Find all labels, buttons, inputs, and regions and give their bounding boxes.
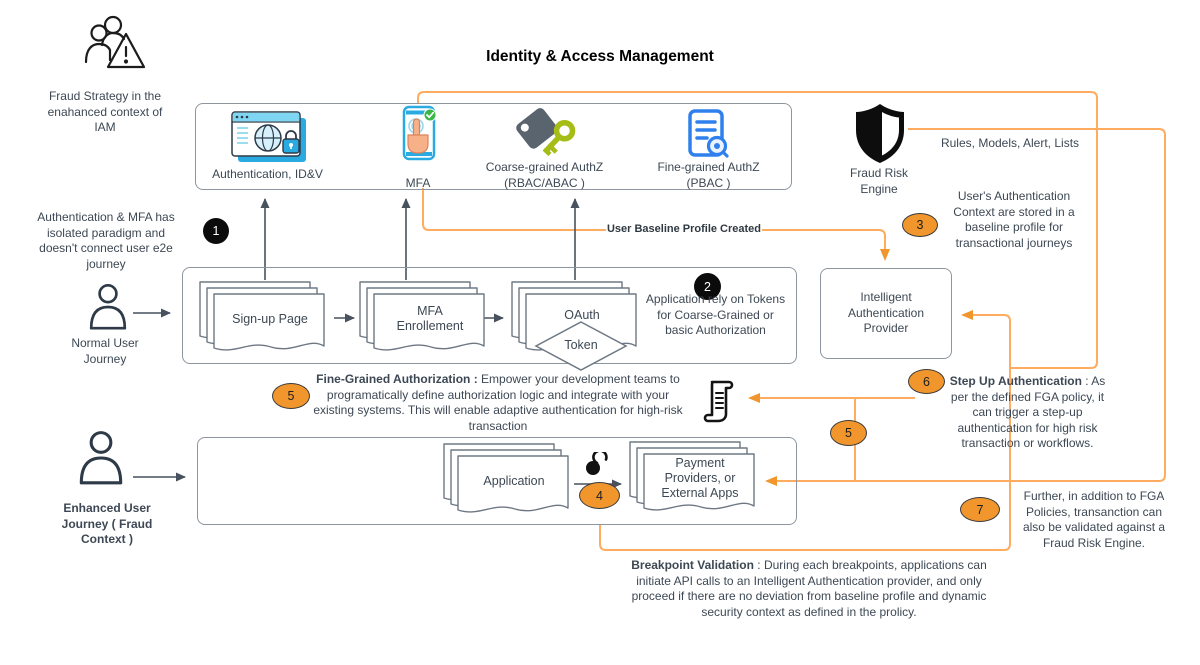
- iam-box: [195, 103, 792, 190]
- iam-item-coarse-authz-label: Coarse-grained AuthZ (RBAC/ABAC ): [485, 160, 604, 190]
- baseline-profile-label: User Baseline Profile Created: [606, 223, 762, 236]
- oauth-label: OAuth: [564, 308, 600, 322]
- badge-2: 2: [694, 273, 721, 300]
- unlock-icon: [586, 452, 608, 475]
- fraud-strategy-caption: Fraud Strategy in the enahanced context …: [47, 89, 163, 134]
- iam-item-authentication-label: Authentication, ID&V: [212, 167, 323, 181]
- note-fga-title: Fine-Grained Authorization :: [316, 372, 478, 386]
- iam-item-fine-authz-label: Fine-grained AuthZ (PBAC ): [657, 160, 760, 190]
- fraud-engine-outputs: Rules, Models, Alert, Lists: [940, 136, 1080, 150]
- iam-item-mfa-label: MFA: [405, 176, 431, 190]
- tag-key-icon: [516, 108, 576, 157]
- enhanced-user-label: Enhanced User Journey ( Fraud Context ): [61, 501, 153, 546]
- badge-7: 7: [960, 497, 1000, 522]
- normal-journey-box: [182, 267, 797, 364]
- iap-label: Intelligent Authentication Provider: [847, 290, 925, 336]
- note-breakpoint-title: Breakpoint Validation: [631, 558, 754, 572]
- badge-6: 6: [908, 369, 945, 394]
- shield-icon: [856, 104, 904, 163]
- policy-scroll-icon: [703, 380, 734, 423]
- note-tokens: Application rely on Tokens for Coarse-Gr…: [645, 292, 786, 337]
- fraud-people-warning-icon: [84, 15, 146, 69]
- note-fga-text: Empower your development teams to progra…: [313, 372, 683, 433]
- token-diamond: [534, 321, 628, 371]
- badge-4: 4: [579, 482, 620, 509]
- payment-providers-label: Payment Providers, or External Apps: [661, 456, 739, 500]
- note-fga: Fine-Grained Authorization : Empower you…: [312, 372, 684, 434]
- browser-lock-icon: [231, 111, 306, 162]
- payment-doc-stack: [629, 441, 755, 511]
- note-breakpoint: Breakpoint Validation : During each brea…: [628, 558, 990, 620]
- policy-doc-search-icon: [688, 109, 729, 158]
- badge-5b: 5: [830, 420, 867, 446]
- note-breakpoint-text: : During each breakpoints, applications …: [631, 558, 987, 619]
- note-isolated: Authentication & MFA has isolated paradi…: [37, 210, 175, 271]
- badge-3: 3: [902, 213, 938, 237]
- note-fraud-validation: Further, in addition to FGA Policies, tr…: [1022, 489, 1166, 550]
- enhanced-user-icon: [79, 431, 123, 485]
- token-label: Token: [564, 338, 598, 352]
- mfa-phone-icon: [402, 105, 437, 161]
- fraud-engine-label: Fraud Risk Engine: [849, 166, 908, 196]
- mfa-enrollement-label: MFA Enrollement: [396, 304, 464, 333]
- note-stepup: Step Up Authentication : As per the defi…: [945, 374, 1110, 452]
- note-stepup-title: Step Up Authentication: [949, 374, 1082, 388]
- application-doc-stack: [443, 443, 569, 513]
- iap-box: Intelligent Authentication Provider: [820, 268, 952, 359]
- normal-user-icon: [89, 284, 127, 330]
- badge-1: 1: [203, 218, 229, 244]
- application-label: Application: [483, 474, 545, 488]
- note-stepup-text: : As per the defined FGA policy, it can …: [950, 374, 1106, 450]
- badge-5a: 5: [272, 383, 310, 409]
- note-baseline-context: User's Authentication Context are stored…: [953, 189, 1075, 250]
- mfa-enrollement-doc-stack: [359, 281, 485, 351]
- signup-page-doc-stack: [199, 281, 325, 351]
- enhanced-journey-box: [197, 437, 797, 525]
- normal-user-label: Normal User Journey: [71, 336, 139, 366]
- signup-page-label: Sign-up Page: [232, 312, 308, 326]
- page-title: Identity & Access Management: [486, 48, 714, 65]
